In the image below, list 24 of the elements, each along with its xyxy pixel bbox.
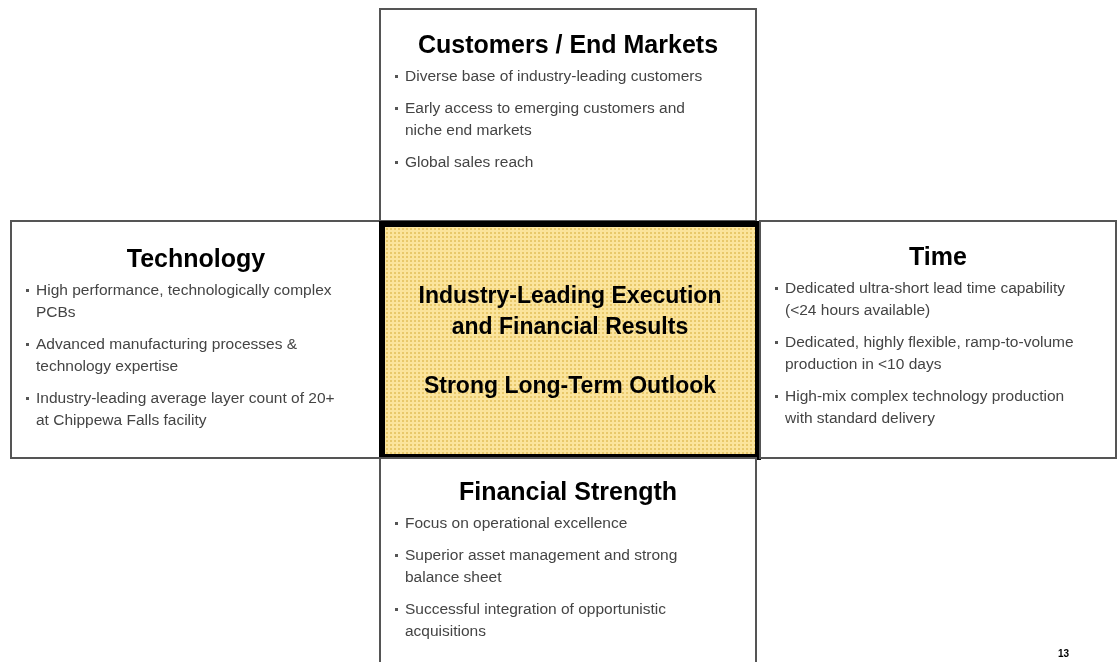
- center-statement: Strong Long-Term Outlook: [423, 371, 717, 400]
- bullet-item: Focus on operational excellence: [405, 513, 628, 533]
- page-number: 13: [1058, 648, 1070, 659]
- box-heading: Technology: [125, 244, 267, 273]
- bullet-item: Dedicated ultra-short lead time capability (<24 hours available): [785, 278, 1066, 320]
- text-box: [379, 8, 757, 222]
- bullet-item: Early access to emerging customers and niche end markets: [405, 98, 686, 140]
- bullet-item: Successful integration of opportunistic acquisitions: [405, 599, 668, 641]
- text-box: [10, 220, 382, 459]
- bullet-item: Dedicated, highly flexible, ramp-to-volume production in <10 days: [785, 332, 1075, 374]
- bullet-item: Industry-leading average layer count of 20+ at Chippewa Falls facility: [36, 388, 336, 430]
- box-heading: Time: [908, 242, 968, 271]
- box-heading: Financial Strength: [457, 477, 679, 506]
- bullet-item: Diverse base of industry-leading customers: [405, 66, 703, 86]
- bullet-item: High-mix complex technology production with standard delivery: [785, 386, 1066, 428]
- box-heading: Customers / End Markets: [416, 30, 720, 59]
- bullet-item: Superior asset management and strong balance sheet: [405, 545, 679, 587]
- text-box: [759, 220, 1117, 459]
- center-statement: Industry-Leading Execution and Financial Results: [417, 281, 723, 341]
- bullet-item: Advanced manufacturing processes & technology expertise: [36, 334, 299, 376]
- bullet-item: Global sales reach: [405, 152, 534, 172]
- bullet-item: High performance, technologically complex PCBs: [36, 280, 333, 322]
- highlight-box: [379, 221, 761, 460]
- text-box: [379, 457, 757, 662]
